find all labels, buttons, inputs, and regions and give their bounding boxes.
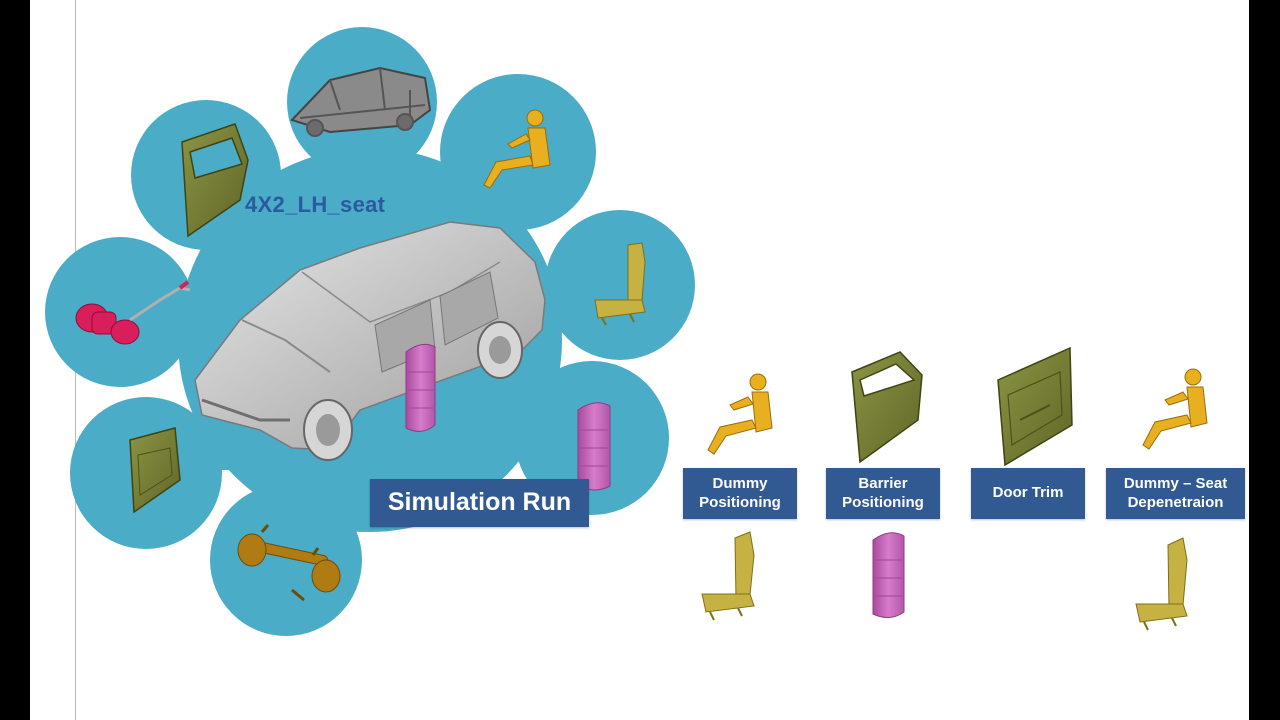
car-barrier-icon (406, 344, 435, 431)
step-dummy-icon (708, 374, 772, 454)
step-barrier-icon (873, 533, 904, 618)
step-seat-icon (702, 532, 754, 620)
diagram-canvas: 4X2_LH_seat Simulation Run Dummy Positio… (30, 0, 1249, 720)
step-door-trim-icon (998, 348, 1072, 465)
assembly-diagram (30, 0, 1249, 720)
step-dummy-seat-seat-icon (1136, 538, 1187, 630)
step-barrier-positioning: Barrier Positioning (826, 468, 940, 519)
step-dummy-seat-dummy-icon (1143, 369, 1207, 449)
bubble-fuel-tank (45, 237, 195, 387)
barrier-icon (578, 403, 610, 490)
simulation-run-label: Simulation Run (370, 479, 589, 527)
model-title: 4X2_LH_seat (245, 192, 385, 218)
step-dummy-seat-depenetration: Dummy – Seat Depenetraion (1106, 468, 1245, 519)
step-door-icon (852, 352, 922, 462)
step-door-trim: Door Trim (971, 468, 1085, 519)
step-dummy-positioning: Dummy Positioning (683, 468, 797, 519)
bubble-seat (545, 210, 695, 360)
